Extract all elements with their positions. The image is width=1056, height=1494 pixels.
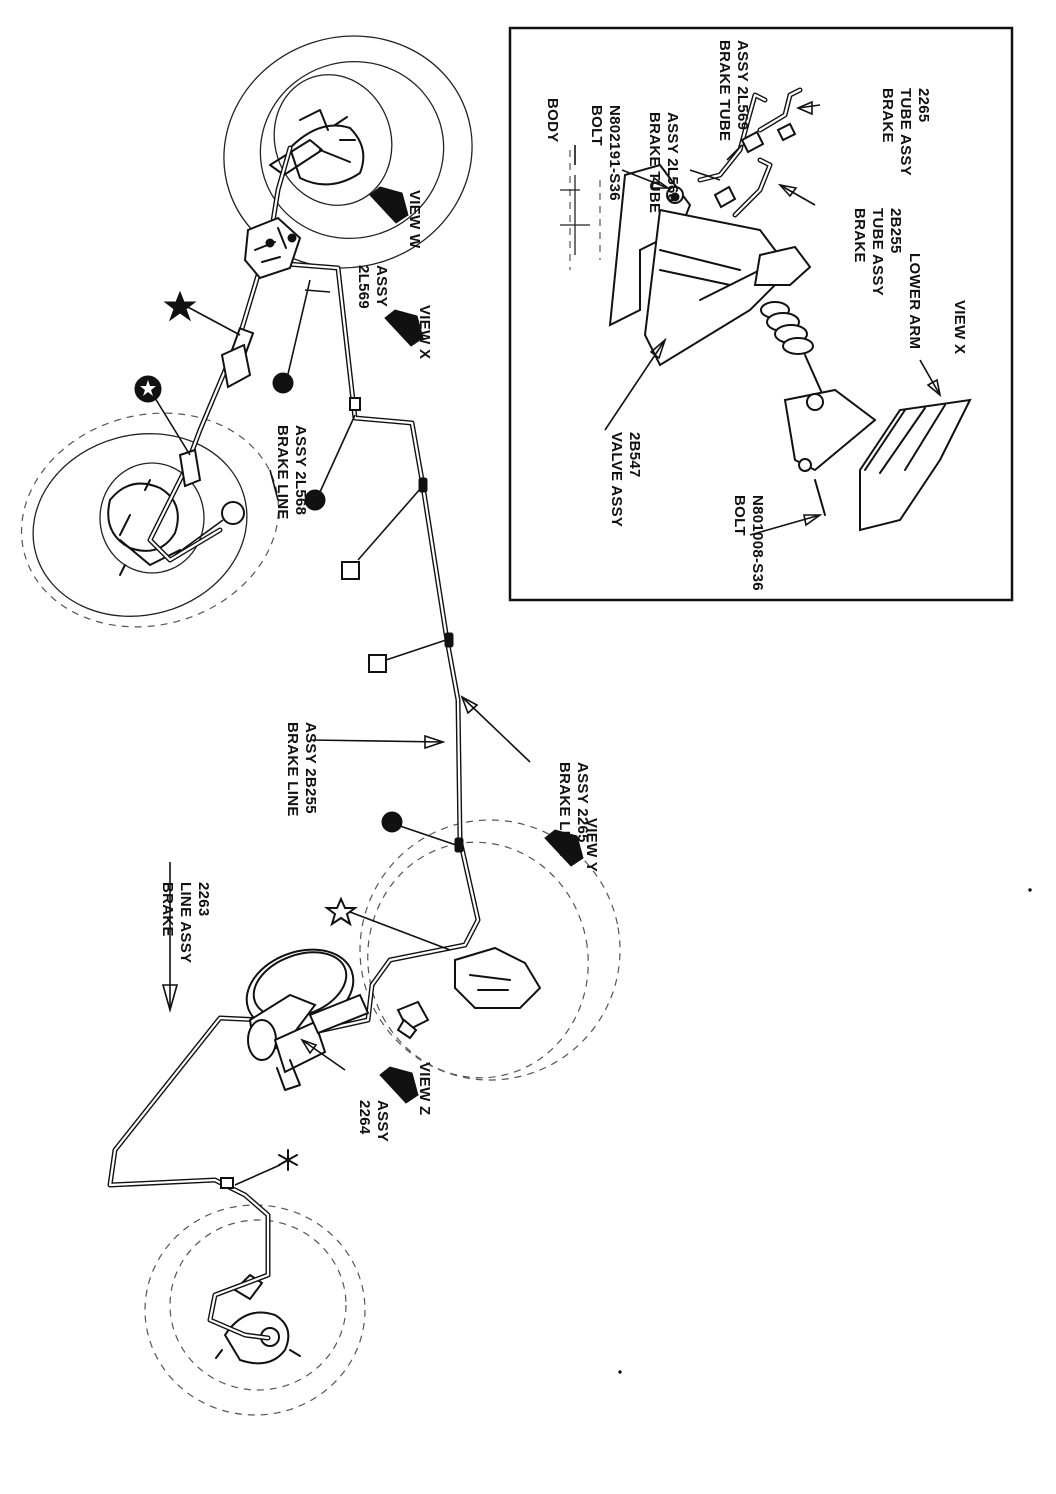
filled-dot-icon <box>381 811 403 833</box>
master-cylinder-booster <box>245 948 370 1091</box>
label-line: BRAKE TUBE <box>716 40 733 141</box>
label-line: ASSY <box>374 1100 391 1142</box>
label-line: BOLT <box>731 495 748 536</box>
label-line: TUBE ASSY <box>897 88 914 176</box>
inset-label-bolt-bottom: BOLT N801008-S36 <box>731 495 766 591</box>
label-2l569-assy: 2L569 ASSY <box>355 265 390 309</box>
label-brake-line-assy-2265: BRAKE LINE ASSY 2265 <box>556 762 591 857</box>
rear-left-wheel <box>20 412 280 628</box>
rear-right-wheel <box>223 35 473 269</box>
label-line: N801008-S36 <box>749 495 766 591</box>
label-line: BRAKE LINE <box>274 425 291 520</box>
open-circle-icon <box>221 501 245 525</box>
inset-label-brake-tube-2l568: BRAKE TUBE ASSY 2L568 <box>646 112 681 213</box>
view-arrow-icon <box>544 829 584 867</box>
filled-star-icon <box>163 290 197 322</box>
label-line: ASSY <box>373 265 390 307</box>
label-line: BRAKE <box>879 88 896 143</box>
label-line: VALVE ASSY <box>608 432 625 527</box>
rear-axle-hardware <box>243 216 302 280</box>
inset-label-lower-arm: LOWER ARM <box>906 253 923 349</box>
front-left-wheel <box>144 1204 366 1416</box>
label-line: ASSY 2B255 <box>302 722 319 814</box>
view-arrow-icon <box>384 309 424 347</box>
label-line: ASSY 2L569 <box>734 40 751 130</box>
asterisk-icon <box>278 1149 298 1171</box>
label-line: 2L569 <box>355 265 372 309</box>
inset-label-view-x: VIEW X <box>951 300 968 354</box>
label-line: BOLT <box>588 105 605 146</box>
label-brake-line-assy-2b255: BRAKE LINE ASSY 2B255 <box>284 722 319 817</box>
label-view-y: VIEW Y <box>583 818 600 872</box>
inset-view-x: BODY BOLT N802191-S36 BRAKE TUBE ASSY 2L… <box>508 26 1014 602</box>
label-brake-line-assy-2263: BRAKE LINE ASSY 2263 <box>159 882 212 963</box>
label-line: 2265 <box>915 88 932 123</box>
inset-label-bolt-top: BOLT N802191-S36 <box>588 105 623 201</box>
open-square-icon <box>341 561 360 580</box>
label-view-w: VIEW W <box>406 190 423 249</box>
label-2264-assy: 2264 ASSY <box>356 1100 391 1142</box>
view-arrows <box>369 186 584 1104</box>
filled-dot-icon <box>272 372 294 394</box>
line-clips <box>178 327 464 1189</box>
label-line: TUBE ASSY <box>869 208 886 296</box>
label-line: N802191-S36 <box>606 105 623 201</box>
inset-label-brake-tube-2265: BRAKE TUBE ASSY 2265 <box>879 88 932 176</box>
label-line: BRAKE TUBE <box>646 112 663 213</box>
label-line: 2264 <box>356 1100 373 1135</box>
view-arrow-icon <box>379 1066 419 1104</box>
inset-label-body: BODY <box>544 98 561 143</box>
label-brake-line-assy-2l568: BRAKE LINE ASSY 2L568 <box>274 425 309 520</box>
symbols <box>134 279 457 1186</box>
label-line: 2263 <box>195 882 212 917</box>
inset-label-brake-tube-2b255: BRAKE TUBE ASSY 2B255 <box>851 208 904 296</box>
label-line: BRAKE <box>159 882 176 937</box>
front-right-caliper <box>396 946 542 1040</box>
filled-dot-icon <box>304 489 326 511</box>
view-arrow-icon <box>369 186 409 224</box>
label-line: 2B255 <box>887 208 904 254</box>
label-line: LINE ASSY <box>177 882 194 963</box>
label-view-x: VIEW X <box>416 305 433 359</box>
label-line: BRAKE LINE <box>284 722 301 817</box>
label-line: BRAKE LINE <box>556 762 573 857</box>
label-leaders <box>161 289 531 1071</box>
label-line: ASSY 2L568 <box>664 112 681 202</box>
inset-label-valve-assy: VALVE ASSY 2B547 <box>608 432 643 527</box>
label-line: BRAKE <box>851 208 868 263</box>
outline-star-icon <box>324 896 358 927</box>
label-line: ASSY 2L568 <box>292 425 309 515</box>
open-square-icon <box>368 654 387 673</box>
label-line: 2B547 <box>626 432 643 478</box>
label-line: ASSY 2265 <box>574 762 591 843</box>
label-view-z: VIEW Z <box>416 1062 433 1115</box>
inset-label-brake-tube-2l569: BRAKE TUBE ASSY 2L569 <box>716 40 751 141</box>
